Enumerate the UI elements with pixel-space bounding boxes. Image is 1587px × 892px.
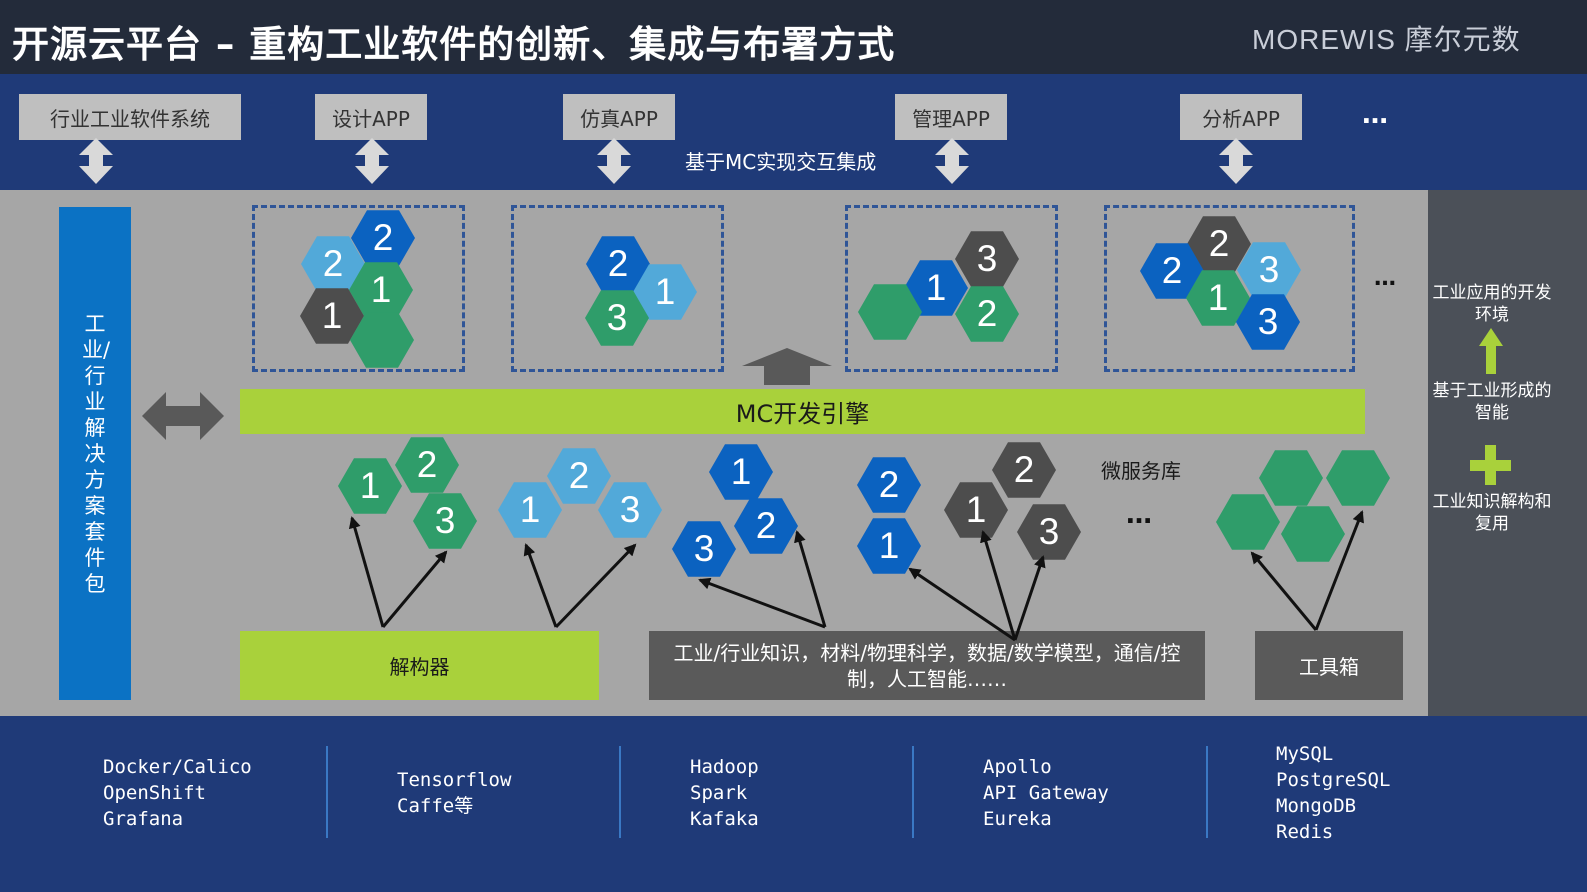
page-title: 开源云平台 – 重构工业软件的创新、集成与布署方式 — [12, 23, 896, 66]
tech-stack-database: MySQL PostgreSQL MongoDB Redis — [1276, 741, 1390, 845]
tech-stack-band — [0, 716, 1587, 892]
tech-item: Kafaka — [690, 808, 759, 830]
app-cluster-design — [252, 205, 465, 372]
solution-suite-column: 工业/行业解决方案套件包 — [59, 207, 131, 700]
side-label-knowledge-reuse: 工业知识解构和复用 — [1432, 492, 1552, 534]
app-box-simulation[interactable]: 仿真APP — [563, 94, 675, 140]
tech-item: Docker/Calico — [103, 756, 252, 778]
tech-item: OpenShift — [103, 782, 206, 804]
tech-item: API Gateway — [983, 782, 1109, 804]
tech-item: Spark — [690, 782, 748, 804]
side-label-intelligence: 基于工业形成的智能 — [1432, 381, 1552, 423]
header-bar — [0, 0, 1587, 74]
app-cluster-analysis — [1104, 205, 1355, 372]
app-band — [0, 74, 1587, 190]
solution-suite-label: 工业/行业解决方案套件包 — [82, 311, 111, 596]
tech-item: Apollo — [983, 756, 1052, 778]
tech-item: Hadoop — [690, 756, 759, 778]
tech-item: Caffe等 — [397, 795, 474, 817]
column-divider — [326, 746, 328, 838]
integration-label: 基于MC实现交互集成 — [685, 150, 877, 174]
tech-item: Tensorflow — [397, 769, 512, 791]
column-divider — [912, 746, 914, 838]
more-services-ellipsis: … — [1126, 500, 1152, 530]
app-box-industry-software[interactable]: 行业工业软件系统 — [19, 94, 241, 140]
toolbox-box: 工具箱 — [1255, 631, 1403, 700]
more-apps-ellipsis: … — [1362, 100, 1388, 130]
tech-item: MongoDB — [1276, 795, 1357, 817]
knowledge-box: 工业/行业知识，材料/物理科学，数据/数学模型，通信/控制，人工智能…… — [649, 631, 1205, 700]
tech-item: PostgreSQL — [1276, 769, 1391, 791]
tech-item: MySQL — [1276, 743, 1334, 765]
app-box-design[interactable]: 设计APP — [315, 94, 427, 140]
tech-item: Eureka — [983, 808, 1052, 830]
tech-item: Grafana — [103, 808, 184, 830]
value-sidebar — [1428, 190, 1587, 716]
app-cluster-simulation — [511, 205, 724, 372]
column-divider — [619, 746, 621, 838]
deconstructor-box: 解构器 — [240, 631, 599, 700]
tech-item: Redis — [1276, 821, 1334, 843]
more-clusters-ellipsis: … — [1374, 266, 1396, 291]
column-divider — [1206, 746, 1208, 838]
app-cluster-management — [845, 205, 1058, 372]
microservice-library-label: 微服务库 — [1101, 459, 1181, 483]
app-box-analysis[interactable]: 分析APP — [1180, 94, 1302, 140]
side-label-dev-environment: 工业应用的开发环境 — [1432, 283, 1552, 325]
app-box-management[interactable]: 管理APP — [895, 94, 1007, 140]
mc-engine-bar: MC开发引擎 — [240, 389, 1365, 434]
company-logo: MOREWIS 摩尔元数 — [1252, 24, 1521, 55]
